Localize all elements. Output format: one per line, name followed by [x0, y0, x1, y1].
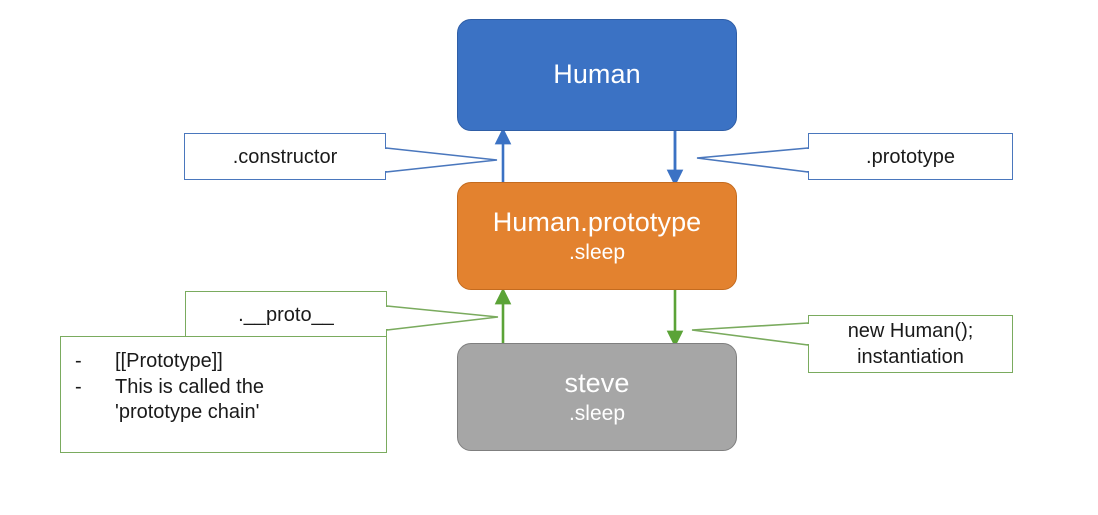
- callout-constructor-label: .constructor: [232, 145, 338, 168]
- callout-prototype-label: .prototype: [866, 145, 955, 168]
- callout-prototype[interactable]: .prototype: [808, 133, 1013, 180]
- callout-instantiation-text: new Human(); instantiation: [848, 318, 974, 370]
- node-steve-sub: .sleep: [568, 401, 626, 425]
- bullet-dash-icon: -: [75, 350, 82, 372]
- callout-instantiation-tail: [691, 322, 809, 346]
- node-human-title: Human: [553, 59, 641, 90]
- node-human[interactable]: Human: [457, 19, 737, 131]
- note-item-text: [[Prototype]]: [115, 350, 223, 372]
- node-steve-title: steve: [564, 367, 630, 398]
- note-item-line2: 'prototype chain': [115, 401, 260, 423]
- callout-constructor-tail: [385, 147, 498, 173]
- list-item: - This is called the 'prototype chain': [75, 375, 386, 425]
- callout-instantiation-line1: new Human();: [847, 320, 974, 342]
- callout-prototype-tail: [696, 147, 809, 173]
- callout-constructor[interactable]: .constructor: [184, 133, 386, 180]
- note-prototype-chain[interactable]: - [[Prototype]] - This is called the 'pr…: [60, 336, 387, 453]
- callout-proto[interactable]: .__proto__: [185, 291, 387, 338]
- note-item-line1: This is called the: [115, 376, 264, 398]
- list-item: - [[Prototype]]: [75, 349, 386, 374]
- node-human-prototype[interactable]: Human.prototype .sleep: [457, 182, 737, 290]
- node-steve[interactable]: steve .sleep: [457, 343, 737, 451]
- note-item-text: This is called the 'prototype chain': [115, 375, 386, 425]
- node-human-prototype-title: Human.prototype: [492, 206, 702, 237]
- callout-proto-label: .__proto__: [238, 303, 334, 326]
- callout-instantiation[interactable]: new Human(); instantiation: [808, 315, 1013, 373]
- note-bullet-list: - [[Prototype]] - This is called the 'pr…: [61, 349, 386, 425]
- callout-proto-tail: [386, 305, 499, 331]
- node-human-prototype-sub: .sleep: [568, 240, 626, 264]
- bullet-dash-icon: -: [75, 376, 82, 398]
- callout-instantiation-line2: instantiation: [857, 346, 964, 368]
